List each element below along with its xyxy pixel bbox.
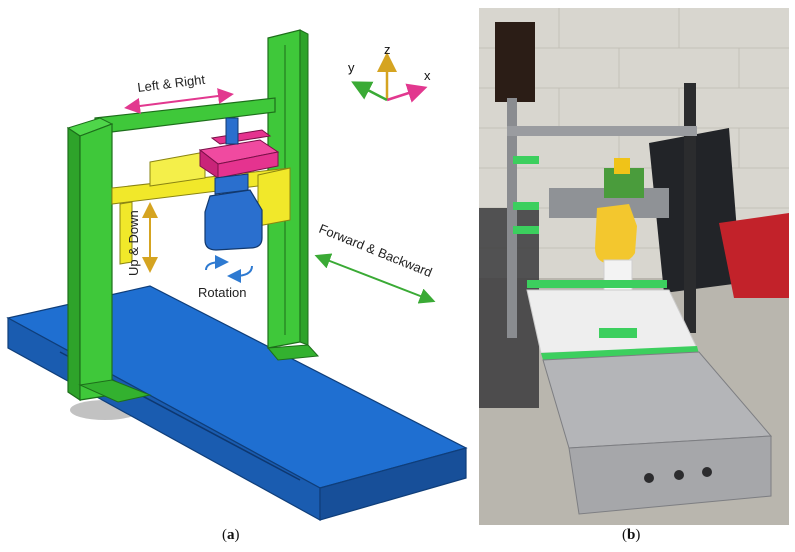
axis-triad: z x y [348,42,431,103]
magenta-carriage [198,117,280,179]
axis-y-label: y [348,60,355,75]
photo-metal-base [542,351,773,515]
left-right-arrow [124,88,234,114]
top-crossbar [94,97,276,135]
left-right-label: Left & Right [137,72,207,95]
forward-backward-label: Forward & Backward [317,221,434,280]
top-motor [495,22,535,102]
prototype-photo [479,8,789,525]
photo-right-upright [684,83,696,333]
blue-nozzle [204,173,263,251]
axis-z-label: z [384,42,391,57]
forward-backward-arrow [314,253,436,304]
caption-a: (a) [222,527,240,543]
rotation-label: Rotation [198,285,246,300]
rotation-arrows [205,255,253,283]
up-down-label: Up & Down [126,210,141,276]
axis-x-label: x [424,68,431,83]
photo-left-upright [507,98,517,338]
left-frame-upright [66,117,152,403]
photo-paper-platform [526,289,698,354]
photo-yellow-nozzle [595,204,637,264]
red-table [719,213,789,298]
cad-gantry-diagram: z x y Left & Right Up & Down Rotation Fo… [6,29,468,522]
caption-b: (b) [622,527,641,543]
